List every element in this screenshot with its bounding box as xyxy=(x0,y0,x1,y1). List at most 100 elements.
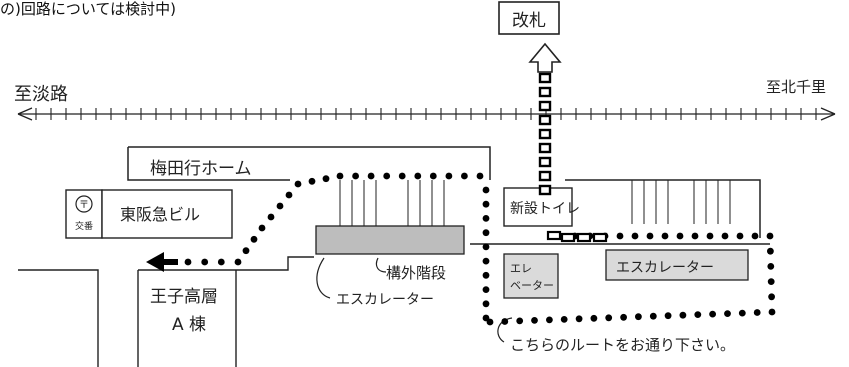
route-dash xyxy=(576,232,592,243)
route-dot xyxy=(482,215,490,222)
ticket-gate-box xyxy=(498,1,560,35)
route-dot xyxy=(294,180,302,188)
route-dot xyxy=(482,271,490,279)
route-dot xyxy=(605,314,613,322)
oji-label-2: A 棟 xyxy=(172,315,206,335)
route-dot xyxy=(631,232,639,240)
route-dot xyxy=(217,258,225,266)
elevator-label-2: ベーター xyxy=(510,279,554,292)
route-dash xyxy=(546,230,562,241)
route-dot xyxy=(649,312,657,320)
stairs-lines-left xyxy=(339,180,445,226)
outside-stairs-pointer xyxy=(375,257,387,273)
to-awaji-label: 至淡路 xyxy=(14,84,68,105)
elevator-box xyxy=(503,253,559,299)
building-left: 〒 交番 東阪急ビル xyxy=(65,189,233,239)
route-dot xyxy=(482,200,490,208)
route-dash xyxy=(538,170,552,182)
route-dot xyxy=(721,232,729,240)
route-dot xyxy=(308,177,316,185)
police-mark-icon xyxy=(75,195,93,213)
route-dot xyxy=(575,315,583,323)
route-dot xyxy=(546,316,553,324)
route-note-label: こちらのルートをお通り下さい。 xyxy=(510,336,735,354)
route-dot xyxy=(620,313,627,321)
elevator-label-1: エレ xyxy=(510,262,532,275)
route-dash xyxy=(538,142,552,154)
stairs-escalator-left xyxy=(315,180,465,255)
new-toilet-label: 新設トイレ xyxy=(510,201,580,217)
route-dash xyxy=(538,86,552,98)
route-dot xyxy=(383,172,391,180)
road-middle xyxy=(138,256,314,271)
route-dot xyxy=(267,213,275,221)
right-arrowhead-icon xyxy=(820,107,836,121)
police-mark: 〒 xyxy=(79,200,89,211)
stairs-escalator-right: エスカレーター xyxy=(605,180,749,281)
route-dot xyxy=(258,224,266,232)
police-box xyxy=(65,189,103,239)
route-dot xyxy=(242,247,250,255)
route-dash xyxy=(538,128,552,140)
route-dot xyxy=(445,172,453,180)
higashi-hankyu-building xyxy=(101,189,233,239)
route-dot xyxy=(476,172,484,180)
route-dot xyxy=(691,232,699,240)
recommended-route xyxy=(184,172,776,326)
route-dot xyxy=(184,258,192,266)
route-dot xyxy=(560,316,568,323)
new-toilet-box xyxy=(503,187,573,227)
route-dot xyxy=(501,318,509,325)
ticket-gate: 改札 xyxy=(498,1,560,35)
route-dot xyxy=(398,172,406,180)
route-dot xyxy=(706,232,714,240)
route-dot xyxy=(676,232,684,240)
building-left-label: 東阪急ビル xyxy=(120,205,200,224)
route-dot xyxy=(679,311,687,319)
stairs-lines-right xyxy=(631,180,731,224)
route-dot xyxy=(646,232,654,240)
track-ties xyxy=(35,108,817,120)
caption-text: の)回路については検討中) xyxy=(0,0,176,18)
route-dot xyxy=(336,172,344,180)
route-dash xyxy=(538,184,552,196)
route-dot xyxy=(482,229,490,237)
escalator-block-left xyxy=(315,225,465,255)
route-dot xyxy=(482,286,490,293)
route-dot xyxy=(724,310,731,317)
route-dash xyxy=(560,232,576,243)
route-dot xyxy=(753,309,761,316)
route-dot xyxy=(352,172,359,180)
route-dash xyxy=(538,72,552,84)
route-dash xyxy=(538,100,552,112)
route-dot xyxy=(738,309,746,317)
railway-track xyxy=(17,107,836,121)
route-dot xyxy=(768,308,776,316)
route-dot xyxy=(736,232,744,240)
route-dot xyxy=(635,313,642,321)
concourse-outline xyxy=(565,179,761,238)
oji-label-1: 王子高層 xyxy=(150,287,218,307)
ticket-gate-label: 改札 xyxy=(512,11,546,31)
route-note-pointer xyxy=(497,317,513,343)
route-dot xyxy=(516,317,524,325)
route-dash xyxy=(538,114,552,126)
exit-arrow-icon xyxy=(146,252,178,272)
escalator-left-pointer xyxy=(316,257,331,299)
route-dot xyxy=(590,314,598,322)
route-dot xyxy=(486,318,494,326)
escalator-box-right xyxy=(605,249,749,281)
route-dash xyxy=(538,156,552,168)
route-dot xyxy=(767,278,775,285)
up-arrow-icon xyxy=(528,42,562,73)
route-dot xyxy=(767,263,775,270)
route-dot xyxy=(694,311,702,318)
police-box-label: 交番 xyxy=(75,220,93,232)
route-dot xyxy=(429,172,437,180)
route-dot xyxy=(285,191,293,199)
route-dot xyxy=(768,293,775,301)
route-dot xyxy=(616,232,624,240)
platform-outline xyxy=(127,146,491,181)
route-dot xyxy=(531,317,538,324)
